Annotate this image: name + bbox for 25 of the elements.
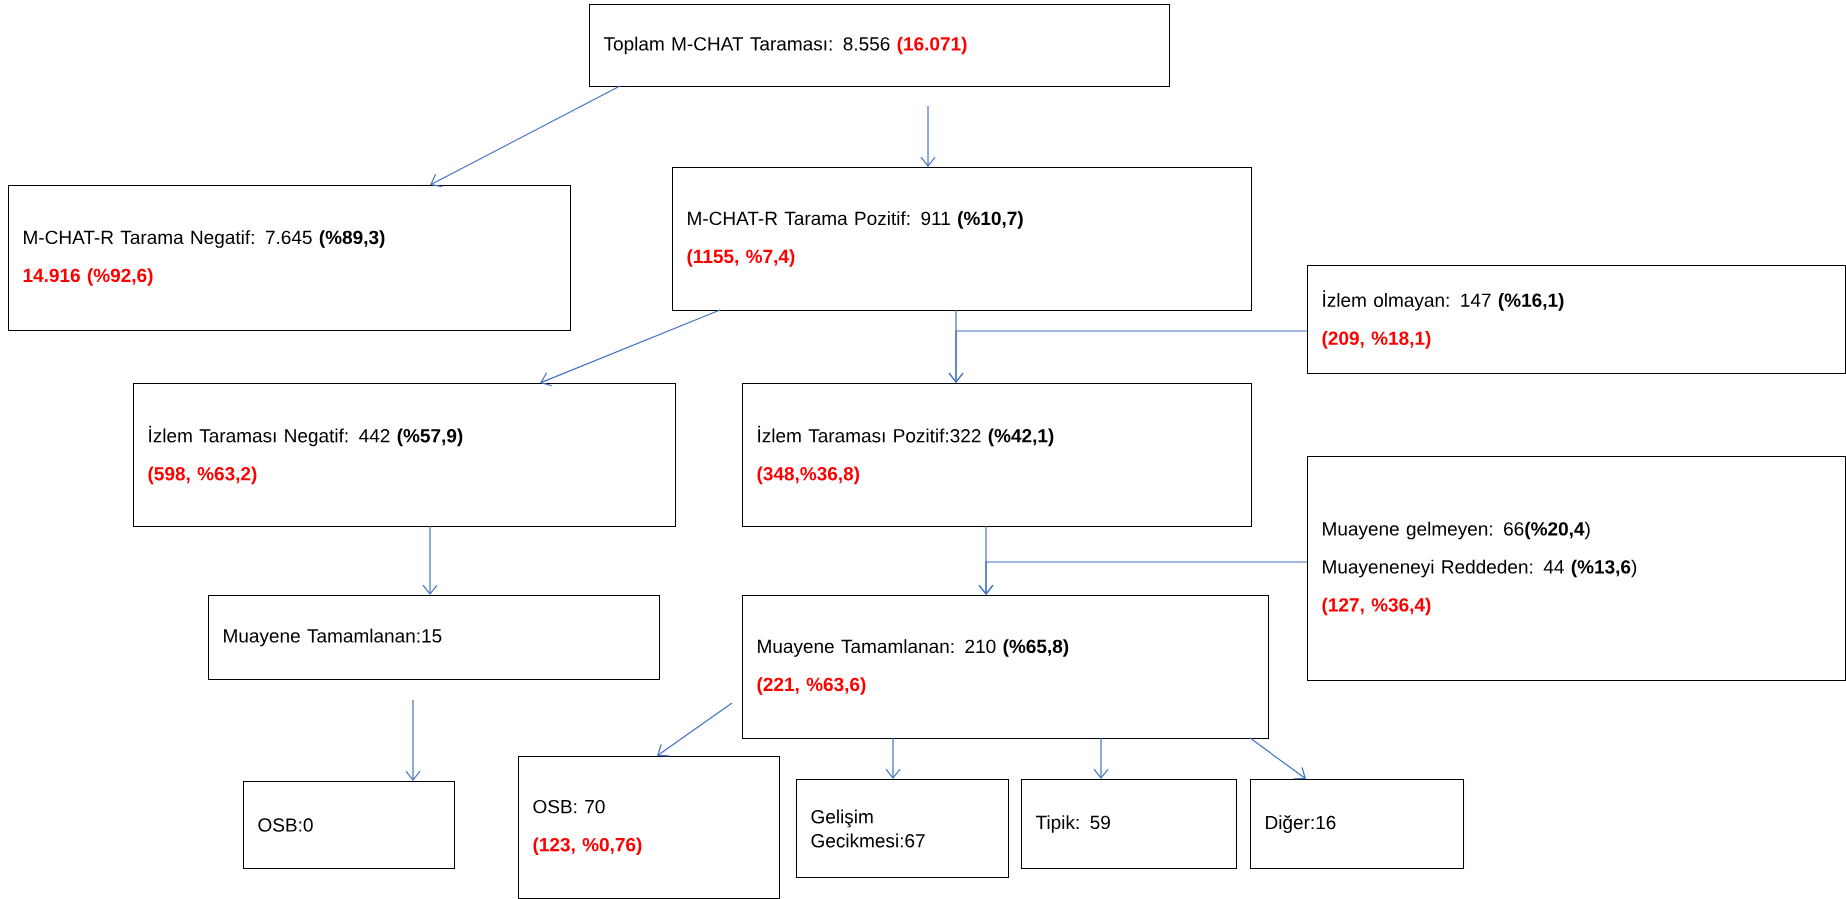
process-box: M-CHAT-R Tarama Pozitif: 911 (%10,7) (1155, %7,4): [672, 167, 1252, 311]
arrow: [657, 702, 733, 757]
arrow: [405, 699, 421, 781]
process-box: Muayene gelmeyen: 66(%20,4) Muayeneneyi Reddeden: 44 (%13,6) (127, %36,4): [1307, 456, 1846, 681]
arrow: [540, 309, 721, 387]
process-box: Toplam M-CHAT Taraması: 8.556 (16.071): [589, 4, 1170, 87]
process-box: Gelişim Gecikmesi:67: [796, 779, 1009, 878]
process-box: Diğer:16: [1250, 779, 1464, 869]
process-box: OSB: 70 (123, %0,76): [518, 756, 780, 899]
process-box: İzlem Taraması Negatif: 442 (%57,9) (598, %63,2): [133, 383, 676, 527]
arrow: [885, 737, 901, 779]
arrow: [430, 85, 621, 188]
arrow: [948, 330, 1308, 383]
arrow: [920, 105, 936, 167]
arrow: [1093, 737, 1109, 779]
arrow: [978, 561, 1308, 595]
process-box: İzlem Taraması Pozitif:322 (%42,1) (348,%36,8): [742, 383, 1252, 527]
process-box: OSB:0: [243, 781, 455, 869]
arrow: [1249, 737, 1306, 780]
process-box: M-CHAT-R Tarama Negatif: 7.645 (%89,3) 14.916 (%92,6): [8, 185, 571, 331]
arrow: [422, 525, 438, 595]
process-box: İzlem olmayan: 147 (%16,1) (209, %18,1): [1307, 265, 1846, 374]
process-box: Muayene Tamamlanan: 210 (%65,8) (221, %63,6): [742, 595, 1269, 739]
process-box: Tipik: 59: [1021, 779, 1237, 869]
process-box: Muayene Tamamlanan:15: [208, 595, 660, 680]
